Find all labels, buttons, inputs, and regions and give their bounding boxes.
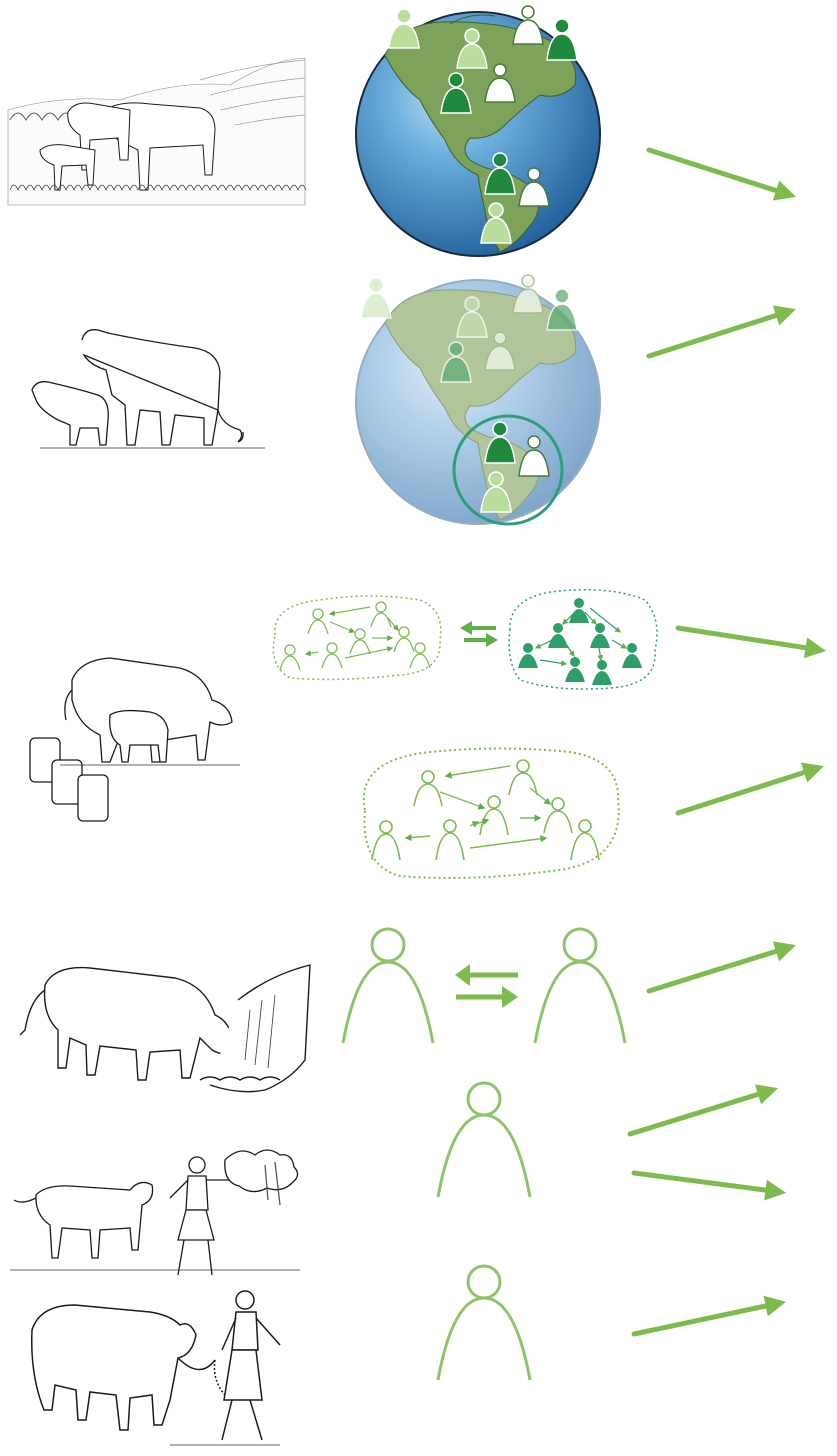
- person-icon: [480, 202, 512, 244]
- person-icon: [546, 18, 578, 61]
- single-person-icon: [436, 1081, 532, 1198]
- arrow-row-4: [675, 762, 824, 816]
- arrow-row-6a: [627, 1084, 779, 1137]
- cattle-herd-illustration: [7, 57, 307, 206]
- person-icon: [546, 288, 578, 331]
- single-person-icon: [436, 1264, 532, 1381]
- light-community-network-icon: [272, 595, 442, 681]
- person-icon: [456, 296, 488, 338]
- woman-pointing-with-cow-illustration: [10, 1149, 300, 1276]
- globe-2-people: [360, 274, 578, 513]
- woman-leading-cow-illustration: [31, 1290, 281, 1446]
- person-icon: [484, 152, 516, 195]
- person-icon: [440, 72, 472, 114]
- person-icon: [360, 277, 392, 319]
- person-icon: [456, 28, 488, 69]
- person-icon: [388, 8, 420, 49]
- arrow-row-6b: [631, 1170, 787, 1201]
- arrow-row-7: [631, 1295, 787, 1337]
- person-icon: [440, 341, 472, 383]
- arrow-row-3: [675, 625, 827, 659]
- person-icon: [484, 331, 516, 371]
- highlight-ring: [452, 414, 564, 526]
- person-icon: [518, 435, 550, 477]
- cow-calf-milk-cans-illustration: [29, 657, 240, 822]
- cow-drinking-illustration: [19, 964, 311, 1093]
- arrow-row-1: [646, 147, 797, 201]
- arrow-row-2: [646, 305, 797, 359]
- exchange-arrows-icon: [455, 964, 518, 1008]
- two-people-exchanging-icon: [341, 927, 627, 1044]
- person-icon: [484, 421, 516, 464]
- arrow-row-5: [646, 941, 797, 994]
- exchange-arrows-icon: [460, 621, 498, 647]
- cow-and-calf-illustration: [31, 329, 265, 449]
- single-community-network-icon: [362, 747, 620, 879]
- person-icon: [518, 167, 550, 207]
- person-icon: [512, 274, 544, 314]
- outcome-arrows: [627, 147, 827, 1337]
- person-icon: [512, 5, 544, 45]
- person-icon: [480, 471, 512, 513]
- globe-1-people: [388, 5, 578, 244]
- dark-community-network-icon: [508, 589, 658, 690]
- person-icon: [484, 63, 516, 103]
